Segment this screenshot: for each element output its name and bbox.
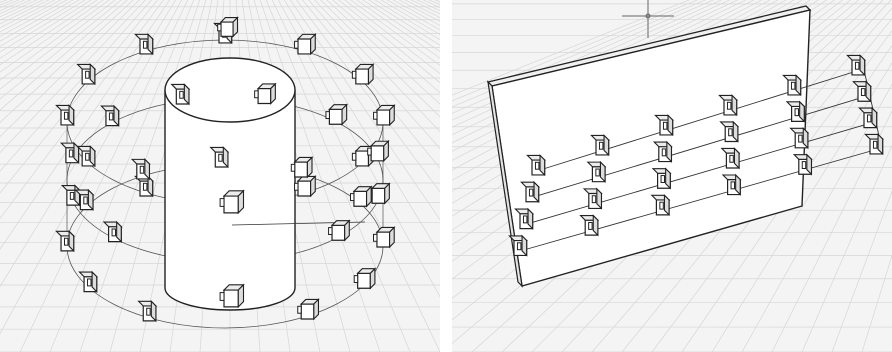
panel-divider	[440, 0, 452, 352]
wall-camera-array-panel	[452, 0, 892, 352]
camera-icon	[61, 143, 78, 163]
camera-icon	[374, 105, 395, 125]
cylinder-camera-rig-panel	[0, 0, 440, 352]
camera-icon	[352, 64, 373, 84]
wall	[488, 6, 810, 286]
camera-icon	[329, 221, 350, 241]
camera-icon	[295, 34, 316, 54]
camera-icon	[865, 134, 882, 154]
camera-icon	[104, 222, 121, 242]
camera-icon	[101, 106, 118, 126]
camera-icon	[350, 187, 371, 207]
camera-icon	[295, 176, 316, 196]
camera-icon	[56, 105, 73, 125]
camera-icon	[326, 105, 347, 125]
camera-icon	[847, 55, 864, 75]
camera-icon	[859, 108, 876, 128]
camera-icon	[135, 34, 152, 54]
camera-icon	[298, 299, 319, 319]
camera-icon	[368, 141, 389, 161]
cylinder-scene	[0, 0, 440, 352]
camera-icon	[218, 18, 238, 37]
camera-icon	[374, 227, 395, 247]
camera-icon	[354, 269, 375, 289]
crosshair-icon	[622, 0, 674, 38]
camera-icon	[79, 272, 96, 292]
camera-icon	[139, 301, 156, 321]
wall-scene	[452, 0, 892, 352]
camera-icon	[56, 231, 73, 251]
